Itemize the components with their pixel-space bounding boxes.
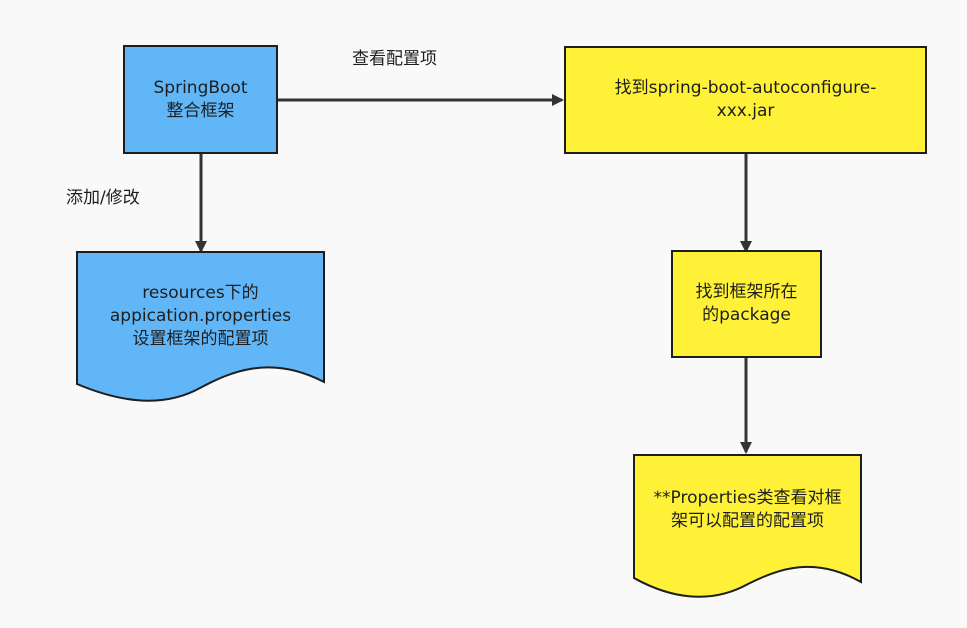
node-springboot-shape[interactable] (123, 45, 278, 154)
node-package-label: 找到框架所在 的package (695, 282, 798, 325)
node-springboot-label: SpringBoot 整合框架 (153, 77, 248, 121)
node-package-shape[interactable] (671, 250, 822, 358)
edge-label-view-config: 查看配置项 (352, 49, 437, 69)
node-properties-shape[interactable] (633, 454, 862, 598)
node-autoconfigure-shape[interactable] (564, 46, 927, 154)
node-autoconfigure-label: 找到spring-boot-autoconfigure- xxx.jar (614, 78, 877, 121)
node-resources-label: resources下的 appication.properties 设置框架的配… (109, 282, 292, 349)
node-resources-shape[interactable] (76, 251, 325, 402)
node-properties-label: **Properties类查看对框 架可以配置的配置项 (653, 488, 842, 531)
edge-label-add-modify: 添加/修改 (66, 188, 140, 208)
